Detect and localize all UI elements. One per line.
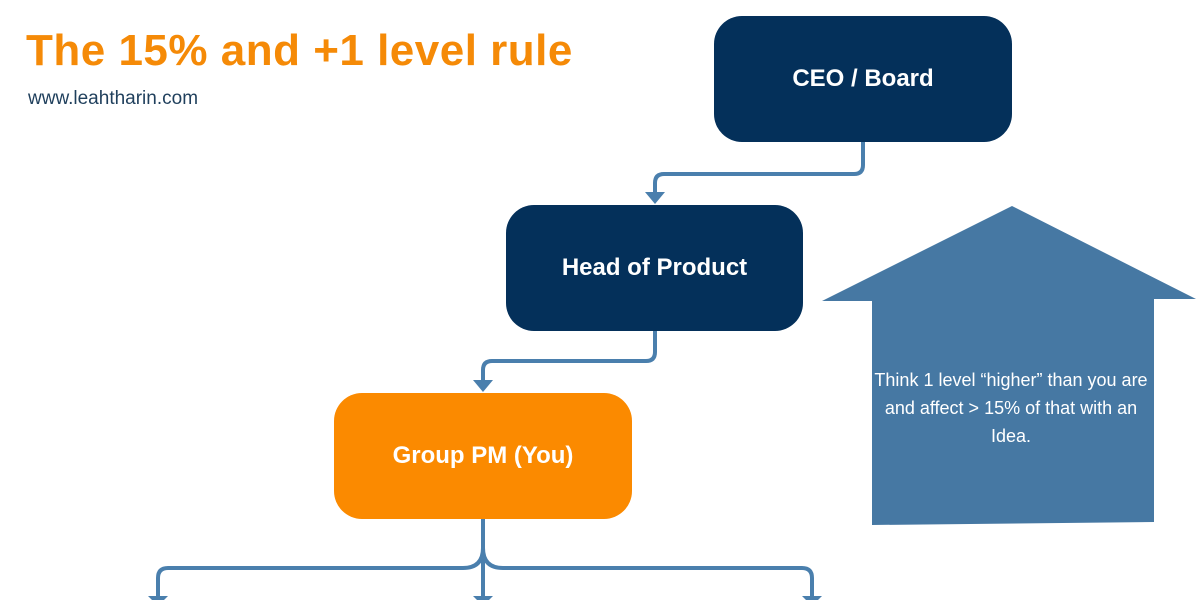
node-group-pm: Group PM (You): [334, 393, 632, 519]
arrowhead-center-report: [473, 596, 493, 600]
callout-text: Think 1 level “higher” than you are and …: [874, 370, 1148, 446]
node-ceo-label: CEO / Board: [792, 65, 934, 92]
website-url: www.leahtharin.com: [28, 88, 199, 109]
node-ceo-board: CEO / Board: [714, 16, 1012, 142]
arrowhead-to-gpm: [473, 380, 493, 392]
connector-gpm-left-branch: [156, 547, 485, 600]
arrowhead-to-head: [645, 192, 665, 204]
arrowhead-right-report: [802, 596, 822, 600]
connector-head-to-gpm: [481, 331, 657, 386]
connector-gpm-right-branch: [481, 547, 814, 600]
arrowhead-left-report: [148, 596, 168, 600]
connector-ceo-to-head: [653, 142, 865, 198]
node-gpm-label: Group PM (You): [392, 442, 574, 469]
up-arrow-icon: [822, 206, 1196, 525]
node-head-of-product: Head of Product: [506, 205, 803, 331]
node-head-label: Head of Product: [561, 254, 748, 281]
page-title: The 15% and +1 level rule: [26, 26, 573, 75]
